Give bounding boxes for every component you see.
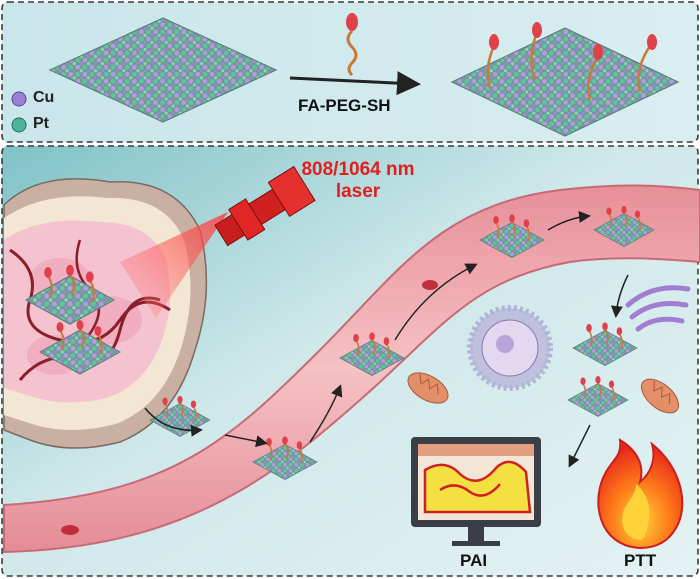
- ptt-label: PTT: [624, 551, 657, 570]
- laser-emitter: [120, 165, 316, 318]
- laser-label: laser: [335, 181, 381, 202]
- reaction-arrow: [289, 71, 421, 96]
- pt-atom-icon: [11, 117, 27, 133]
- transport-arrow: [394, 263, 478, 341]
- transport-arrow: [224, 434, 268, 448]
- fa-peg-sh-ligand-icon: [346, 13, 358, 77]
- mitochondrion-icon: [640, 378, 680, 414]
- laser-wavelength-label: 808/1064 nm: [301, 159, 415, 180]
- transport-arrow: [547, 210, 591, 231]
- reaction-label: FA-PEG-SH: [298, 96, 391, 115]
- cu-atom-icon: [11, 91, 27, 107]
- ptt-flame-icon: [597, 438, 684, 550]
- mitochondrion-icon: [407, 372, 449, 404]
- golgi-apparatus-icon: [625, 285, 691, 332]
- cell-nucleus-icon: [467, 305, 553, 391]
- transport-arrow: [568, 424, 591, 468]
- transport-arrow: [610, 274, 629, 318]
- pai-label: PAI: [460, 551, 488, 570]
- pai-monitor-icon: [411, 437, 541, 546]
- bare-nanosheet: [48, 17, 278, 123]
- legend-cu-label: Cu: [33, 89, 55, 106]
- transport-arrow: [309, 384, 343, 443]
- transport-arrow: [144, 407, 203, 437]
- legend-pt-label: Pt: [33, 115, 49, 132]
- fa-functionalized-nanosheet: [450, 22, 680, 137]
